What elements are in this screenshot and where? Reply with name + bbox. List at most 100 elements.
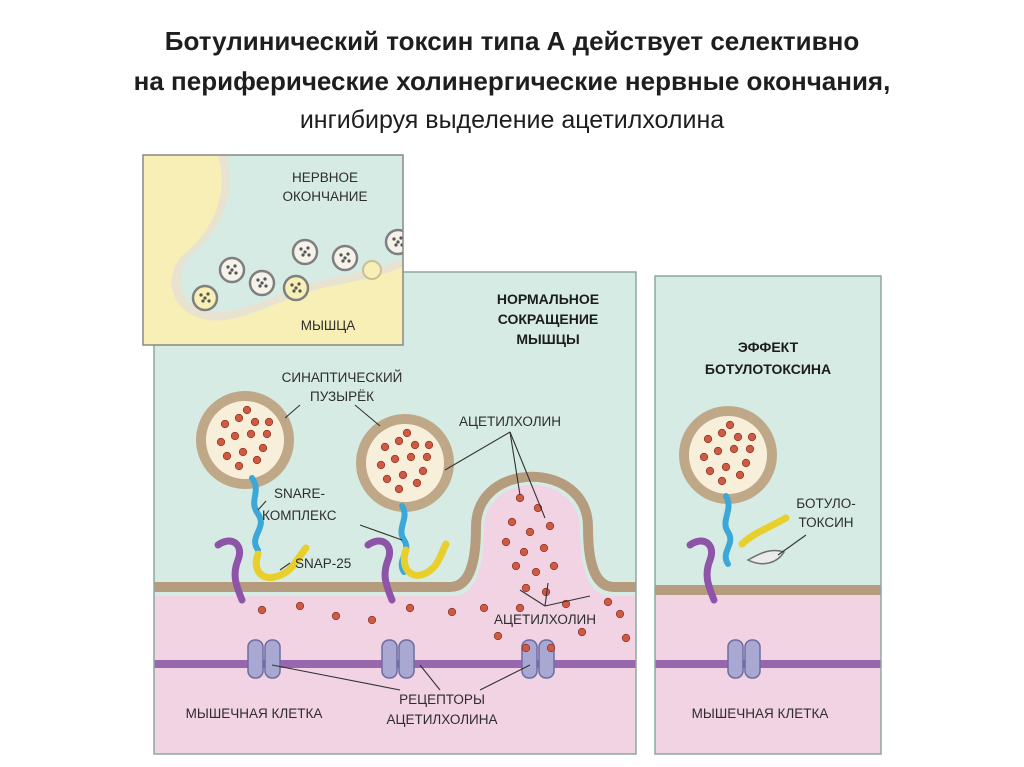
acetylcholine-molecule <box>234 461 244 471</box>
botulinum-toxin-molecule <box>746 549 786 565</box>
acetylcholine-label-top: АЦЕТИЛХОЛИН <box>459 414 561 429</box>
inset-nerve-label-1: НЕРВНОЕ <box>292 170 358 185</box>
acetylcholine-molecule <box>264 417 274 427</box>
inset-vesicle-content <box>228 271 232 275</box>
acetylcholine-molecule <box>521 583 531 593</box>
acetylcholine-molecule <box>699 452 709 462</box>
vesicle-label-2: ПУЗЫРЁК <box>310 389 374 404</box>
inset-vesicle-content <box>298 289 302 293</box>
acetylcholine-molecule <box>252 455 262 465</box>
normal-heading-3: МЫШЦЫ <box>516 331 579 347</box>
acetylcholine-molecule <box>258 443 268 453</box>
inset-vesicle-content <box>226 265 230 269</box>
acetylcholine-molecule <box>394 484 404 494</box>
inset-vesicle-content <box>234 271 238 275</box>
toxin-label-1: БОТУЛО- <box>796 496 855 511</box>
inset-vesicle-content <box>206 292 210 296</box>
normal-heading-2: СОКРАЩЕНИЕ <box>498 311 599 327</box>
acetylcholine-molecule <box>394 436 404 446</box>
acetylcholine-molecule <box>745 444 755 454</box>
acetylcholine-receptor <box>381 639 415 679</box>
normal-contraction-panel: НОРМАЛЬНОЕ СОКРАЩЕНИЕ МЫШЦЫ СИНАПТИЧЕСКИ… <box>153 271 637 755</box>
toxin-presynaptic-membrane <box>655 585 881 595</box>
receptors-label-1: РЕЦЕПТОРЫ <box>399 692 485 707</box>
inset-vesicle-content <box>343 256 347 260</box>
inset-vesicle-content <box>294 286 298 290</box>
toxin-muscle-cell-label: МЫШЕЧНАЯ КЛЕТКА <box>692 706 829 721</box>
snare-syntaxin <box>214 537 246 604</box>
presynaptic-membrane <box>154 471 636 592</box>
acetylcholine-molecule <box>380 442 390 452</box>
acetylcholine-molecule <box>262 429 272 439</box>
inset-nerve-label-2: ОКОНЧАНИЕ <box>283 189 368 204</box>
acetylcholine-molecule <box>390 454 400 464</box>
acetylcholine-label-bottom: АЦЕТИЛХОЛИН <box>494 612 596 627</box>
toxin-muscle-membrane <box>655 660 881 668</box>
snap25-label: SNAP-25 <box>295 556 351 571</box>
acetylcholine-molecule <box>717 476 727 486</box>
acetylcholine-molecule <box>402 428 412 438</box>
acetylcholine-molecule <box>216 437 226 447</box>
inset-vesicle-content <box>297 282 301 286</box>
acetylcholine-molecule <box>234 413 244 423</box>
inset-vesicle-content <box>392 237 396 241</box>
normal-heading-1: НОРМАЛЬНОЕ <box>497 291 599 307</box>
acetylcholine-molecule <box>382 474 392 484</box>
inset-vesicle-content <box>233 264 237 268</box>
acetylcholine-molecule <box>418 466 428 476</box>
acetylcholine-molecule <box>230 431 240 441</box>
inset-vesicle-content <box>199 293 203 297</box>
acetylcholine-molecule <box>747 432 757 442</box>
leader-lines <box>257 404 591 691</box>
toxin-panel-border <box>654 275 882 755</box>
toxin-leader-line <box>777 534 807 556</box>
acetylcholine-molecule <box>246 429 256 439</box>
acetylcholine-molecule <box>539 543 549 553</box>
acetylcholine-molecule <box>424 440 434 450</box>
acetylcholine-molecule <box>367 615 377 625</box>
acetylcholine-molecule <box>703 434 713 444</box>
cleaved-snap25 <box>738 514 790 548</box>
cleaved-synaptobrevin <box>722 493 734 567</box>
acetylcholine-molecule <box>238 447 248 457</box>
acetylcholine-molecule <box>515 603 525 613</box>
acetylcholine-molecule <box>713 446 723 456</box>
acetylcholine-molecule <box>603 597 613 607</box>
acetylcholine-molecule <box>519 547 529 557</box>
acetylcholine-molecule <box>479 603 489 613</box>
toxin-label-2: ТОКСИН <box>798 515 853 530</box>
acetylcholine-molecule <box>725 420 735 430</box>
acetylcholine-receptor <box>247 639 281 679</box>
acetylcholine-molecule <box>577 627 587 637</box>
inset-border <box>142 154 404 346</box>
acetylcholine-molecule <box>705 466 715 476</box>
acetylcholine-molecule <box>507 517 517 527</box>
title-line-3: ингибируя выделение ацетилхолина <box>299 106 725 134</box>
acetylcholine-molecule <box>295 601 305 611</box>
snap25-protein <box>400 540 450 579</box>
acetylcholine-molecule <box>406 452 416 462</box>
acetylcholine-molecule <box>741 458 751 468</box>
acetylcholine-molecule <box>511 561 521 571</box>
acetylcholine-molecule <box>376 460 386 470</box>
acetylcholine-molecule <box>331 611 341 621</box>
receptors-label-2: АЦЕТИЛХОЛИНА <box>386 712 497 727</box>
vesicle-acetylcholine-dots <box>216 405 274 471</box>
inset-vesicle-content <box>264 284 268 288</box>
acetylcholine-molecule <box>410 440 420 450</box>
acetylcholine-molecule <box>615 609 625 619</box>
inset-fusing-vesicle <box>362 260 382 280</box>
inset-vesicle-content <box>301 253 305 257</box>
acetylcholine-molecule <box>447 607 457 617</box>
inset-vesicle-content <box>339 253 343 257</box>
acetylcholine-molecule <box>729 444 739 454</box>
inset-vesicles <box>191 228 403 312</box>
acetylcholine-molecule <box>545 521 555 531</box>
inset-vesicle-content <box>307 253 311 257</box>
inset-vesicle-content <box>230 268 234 272</box>
acetylcholine-molecule <box>549 561 559 571</box>
title-line-2: на периферические холинергические нервны… <box>133 66 891 96</box>
toxin-heading-1: ЭФФЕКТ <box>738 339 799 355</box>
inset-vesicle-content <box>290 283 294 287</box>
